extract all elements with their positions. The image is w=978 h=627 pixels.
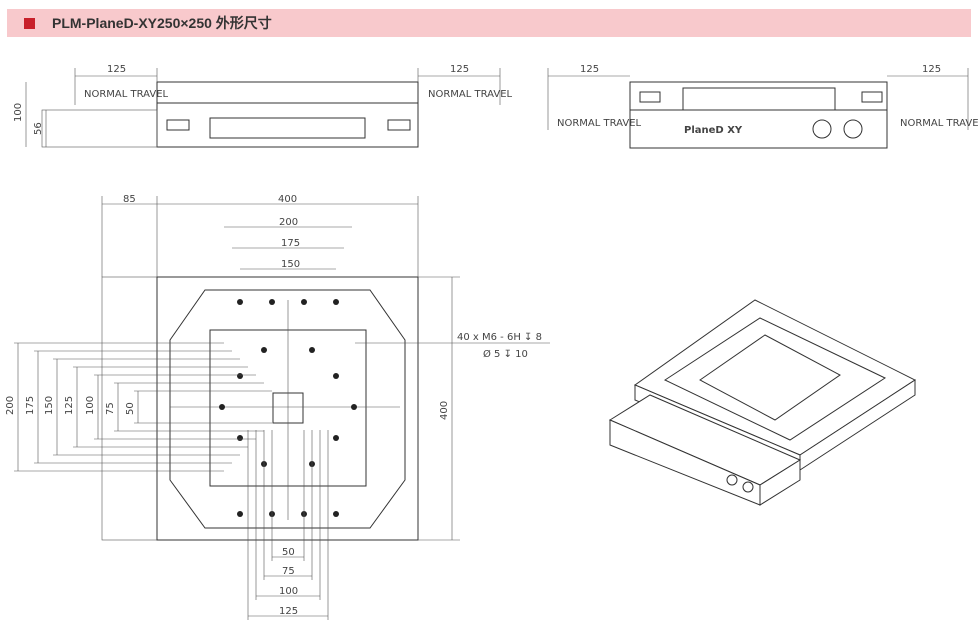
dim-left-1: 175 bbox=[25, 396, 36, 415]
mounting-hole bbox=[333, 511, 339, 517]
mounting-hole bbox=[237, 299, 243, 305]
mounting-hole bbox=[333, 373, 339, 379]
mounting-hole bbox=[333, 435, 339, 441]
dim-travel-right: 125 bbox=[922, 64, 941, 75]
dim-left-5: 75 bbox=[105, 402, 116, 415]
dim-left-0: 200 bbox=[5, 396, 16, 415]
dim-travel-left: 125 bbox=[107, 64, 126, 75]
section-header: PLM-PlaneD-XY250×250 外形尺寸 bbox=[7, 9, 971, 37]
mounting-hole bbox=[301, 299, 307, 305]
dim-left-2: 150 bbox=[44, 396, 55, 415]
top-view: 85 400 200 175 150 400 40 x M6 - 6H ↧ 8 … bbox=[5, 194, 550, 620]
mounting-hole bbox=[333, 299, 339, 305]
dim-travel-right: 125 bbox=[450, 64, 469, 75]
dim-bottom-3: 125 bbox=[279, 606, 298, 617]
mounting-holes bbox=[219, 299, 357, 517]
dim-left-3: 125 bbox=[64, 396, 75, 415]
travel-label-right: NORMAL TRAVEL bbox=[428, 89, 513, 100]
dim-top-2: 150 bbox=[281, 259, 300, 270]
section-title: PLM-PlaneD-XY250×250 外形尺寸 bbox=[52, 15, 272, 31]
dim-height: 400 bbox=[439, 401, 450, 420]
dim-height-total: 100 bbox=[13, 103, 24, 122]
side-view-right: PlaneD XY 125 125 NORMAL TRAVEL NORMAL T… bbox=[547, 64, 978, 149]
dim-height-block: 56 bbox=[33, 122, 44, 135]
travel-label-left: NORMAL TRAVEL bbox=[84, 89, 169, 100]
dim-top-1: 175 bbox=[281, 238, 300, 249]
hole-spec-pin: Ø 5 ↧ 10 bbox=[483, 348, 528, 360]
dim-bottom-2: 100 bbox=[279, 586, 298, 597]
header-marker-icon bbox=[24, 17, 35, 29]
mounting-hole bbox=[261, 347, 267, 353]
side-view-left: 125 125 NORMAL TRAVEL NORMAL TRAVEL 100 … bbox=[13, 64, 513, 148]
dim-left-4: 100 bbox=[85, 396, 96, 415]
mounting-hole bbox=[237, 373, 243, 379]
travel-label-left: NORMAL TRAVEL bbox=[557, 118, 642, 129]
isometric-view bbox=[608, 299, 917, 506]
dim-left-6: 50 bbox=[125, 402, 136, 415]
mounting-hole bbox=[219, 404, 225, 410]
mounting-hole bbox=[237, 511, 243, 517]
dim-bottom-0: 50 bbox=[282, 547, 295, 558]
dim-width: 400 bbox=[278, 194, 297, 205]
travel-label-right: NORMAL TRAVEL bbox=[900, 118, 978, 129]
mounting-hole bbox=[309, 347, 315, 353]
dim-bottom-1: 75 bbox=[282, 566, 295, 577]
dim-carriage: 85 bbox=[123, 194, 136, 205]
stage-logo: PlaneD XY bbox=[684, 125, 743, 136]
mounting-hole bbox=[351, 404, 357, 410]
mounting-hole bbox=[237, 435, 243, 441]
dim-travel-left: 125 bbox=[580, 64, 599, 75]
hole-spec-thread: 40 x M6 - 6H ↧ 8 bbox=[457, 332, 542, 343]
dim-top-0: 200 bbox=[279, 217, 298, 228]
mounting-hole bbox=[269, 299, 275, 305]
